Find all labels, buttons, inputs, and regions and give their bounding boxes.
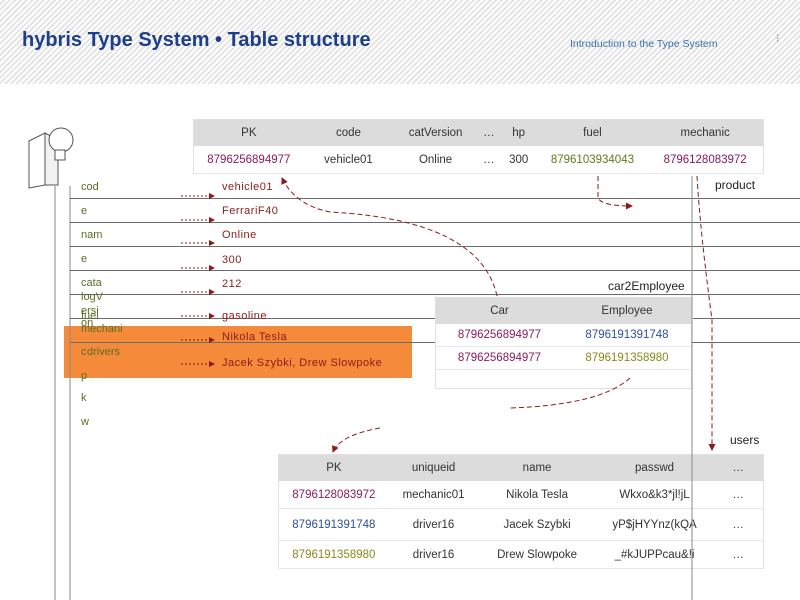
field-label: p [81, 370, 88, 382]
row-line [693, 318, 800, 319]
table-row: 8796256894977 vehicle01 Online … 300 879… [193, 146, 764, 174]
row-line [70, 246, 800, 247]
table-row: 8796191358980 driver16 Drew Slowpoke _#k… [278, 540, 764, 569]
column-header: fuel [537, 119, 648, 146]
row-line [70, 294, 800, 295]
field-value: gasoline [222, 310, 267, 322]
field-label: w [81, 416, 89, 428]
table-cell: Wkxo&k3*jl!jL [595, 481, 714, 509]
column-header: Employee [563, 297, 692, 324]
table-cell: Jacek Szybki [478, 508, 596, 541]
column-header: uniqueid [388, 454, 479, 481]
users-table: PK uniqueid name passwd … 8796128083972 … [278, 454, 764, 569]
field-label: drivers [87, 346, 121, 358]
field-value: Nikola Tesla [222, 331, 288, 343]
field-value: vehicle01 [222, 181, 273, 193]
field-label: cod [81, 181, 99, 193]
column-header: Car [435, 297, 563, 324]
row-line [70, 198, 800, 199]
field-label: cata [81, 277, 102, 289]
slide-header [0, 0, 800, 84]
field-label: mechani [81, 323, 123, 335]
table-cell: yP$jHYYnz(kQA [595, 508, 714, 541]
column-header: code [303, 119, 394, 146]
field-label: k [81, 392, 87, 404]
table-row: 8796256894977 8796191358980 [435, 346, 692, 370]
table-row: 8796256894977 8796191391748 [435, 324, 692, 347]
column-header: PK [278, 454, 389, 481]
car2employee-table-label: car2Employee [608, 279, 685, 293]
field-label: ersi [81, 305, 99, 317]
table-cell: driver16 [388, 508, 479, 541]
column-header: PK [193, 119, 304, 146]
product-table-label: product [715, 178, 756, 192]
column-header: passwd [595, 454, 714, 481]
table-cell: 300 [499, 146, 538, 174]
table-cell: … [477, 146, 500, 174]
table-cell: vehicle01 [303, 146, 394, 174]
table-cell: Drew Slowpoke [478, 540, 596, 569]
column-header: catVersion [393, 119, 478, 146]
relation-highlight [64, 326, 412, 378]
table-cell: Online [393, 146, 478, 174]
row-line [70, 222, 800, 223]
car2employee-table: Car Employee 8796256894977 8796191391748… [435, 297, 692, 389]
field-label: nam [81, 229, 103, 241]
table-cell: 8796191391748 [278, 508, 389, 541]
column-header: hp [499, 119, 538, 146]
table-cell: 8796128083972 [647, 146, 764, 174]
table-cell: 8796256894977 [193, 146, 304, 174]
field-value: 300 [222, 254, 242, 266]
table-cell: 8796191391748 [563, 324, 692, 347]
field-label: e [81, 205, 88, 217]
product-table: PK code catVersion … hp fuel mechanic 87… [193, 119, 764, 174]
table-row: 8796128083972 mechanic01 Nikola Tesla Wk… [278, 481, 764, 509]
field-value: FerrariF40 [222, 205, 279, 217]
table-cell: 8796191358980 [278, 540, 389, 569]
table-cell: … [713, 481, 764, 509]
table-cell: 8796128083972 [278, 481, 389, 509]
table-cell: 8796191358980 [563, 346, 692, 370]
table-cell: 8796256894977 [435, 324, 563, 347]
field-value: Online [222, 229, 257, 241]
table-cell: 8796256894977 [435, 346, 563, 370]
field-value: Jacek Szybki, Drew Slowpoke [222, 357, 383, 369]
field-label: fuel [81, 310, 99, 322]
row-line [70, 318, 435, 319]
column-header: mechanic [647, 119, 764, 146]
column-header: … [713, 454, 764, 481]
table-cell: … [713, 540, 764, 569]
row-line [70, 270, 800, 271]
table-cell: Nikola Tesla [478, 481, 596, 509]
slide-subtitle: Introduction to the Type System [570, 38, 718, 50]
column-header: … [477, 119, 500, 146]
close-icon: ⁝ [776, 33, 780, 45]
field-label: on [81, 317, 94, 329]
table-cell: 8796103934043 [537, 146, 648, 174]
field-label: e [81, 253, 88, 265]
field-value: 212 [222, 278, 242, 290]
table-cell: … [713, 508, 764, 541]
table-row: 8796191391748 driver16 Jacek Szybki yP$j… [278, 508, 764, 541]
column-header: name [478, 454, 596, 481]
table-cell: _#kJUPPcau&!i [595, 540, 714, 569]
table-cell: mechanic01 [388, 481, 479, 509]
slide-title: hybris Type System • Table structure [22, 29, 371, 51]
table-cell: driver16 [388, 540, 479, 569]
users-table-label: users [730, 433, 760, 447]
field-label: c [81, 346, 87, 358]
field-label: logV [81, 291, 104, 303]
